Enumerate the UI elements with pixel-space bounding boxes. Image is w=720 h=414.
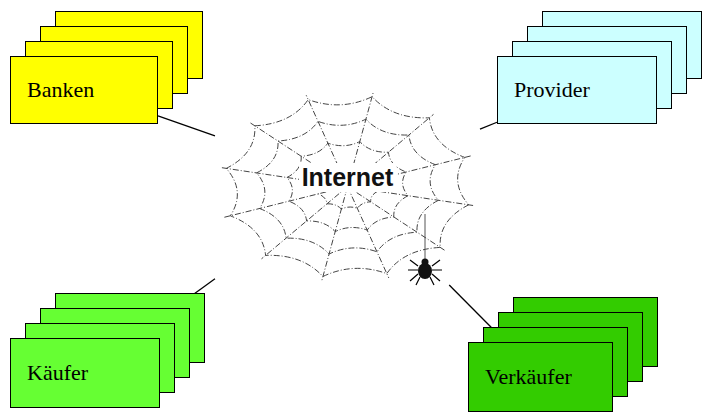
party-box: Käufer bbox=[10, 338, 160, 408]
party-box: Banken bbox=[10, 56, 158, 124]
network-link bbox=[158, 116, 215, 136]
box-label: Banken bbox=[27, 77, 94, 103]
network-link bbox=[480, 122, 497, 129]
box-label: Provider bbox=[514, 77, 590, 103]
party-box: Provider bbox=[497, 56, 657, 124]
party-box: Verkäufer bbox=[468, 342, 613, 412]
internet-web: Internet bbox=[215, 80, 480, 285]
box-label: Käufer bbox=[27, 360, 88, 386]
box-label: Verkäufer bbox=[485, 364, 572, 390]
network-label: Internet bbox=[299, 163, 397, 192]
